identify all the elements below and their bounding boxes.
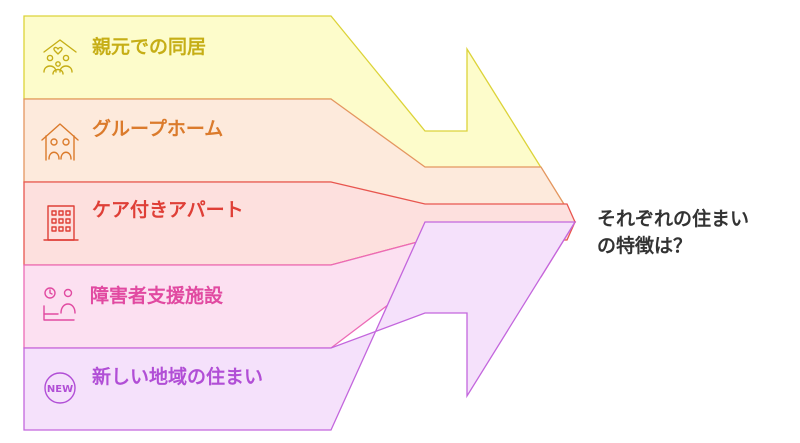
apartment-building-icon: [43, 205, 79, 241]
band-new-community-housing-shape: [23, 221, 577, 431]
conclusion-line-2: の特徴は？: [597, 235, 693, 257]
new-badge-icon: NEW: [44, 372, 76, 404]
new-badge-text: NEW: [47, 384, 73, 395]
band-family-home-label: 親元での同居: [92, 35, 206, 58]
support-facility-icon: [43, 287, 76, 321]
band-care-apartment: ケア付きアパート: [23, 181, 576, 266]
family-home-icon: [43, 39, 77, 75]
band-support-facility-label: 障害者支援施設: [90, 284, 224, 307]
new-badge-circle: [44, 372, 76, 404]
conclusion-line-1: それぞれの住まい: [597, 208, 750, 230]
group-home-icon: [41, 123, 79, 161]
band-new-community-housing: NEW 新しい地域の住まい: [23, 221, 577, 431]
band-care-apartment-label: ケア付きアパート: [92, 198, 244, 221]
conclusion-text: それぞれの住まい の特徴は？: [597, 206, 792, 260]
band-group-home-label: グループホーム: [92, 117, 223, 140]
band-new-community-housing-label: 新しい地域の住まい: [92, 365, 263, 388]
